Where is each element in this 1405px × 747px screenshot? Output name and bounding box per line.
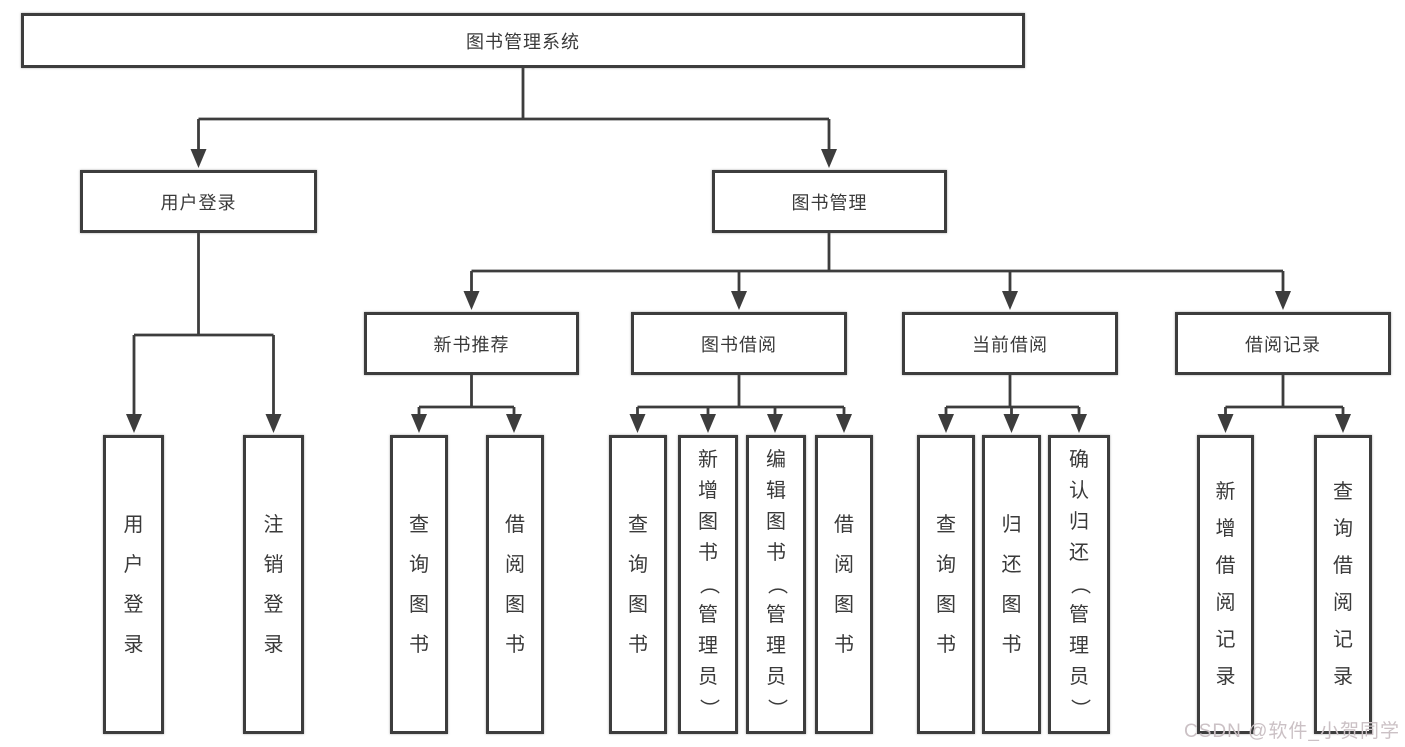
leaf-cb-confirm-return-admin-label: 确认归还（管理员） xyxy=(1068,449,1091,719)
node-current-borrowing-label: 当前借阅 xyxy=(972,334,1048,355)
leaf-rec-query-books-label: 查询图书 xyxy=(409,513,429,656)
leaf-bb-edit-books-admin: 编辑图书（管理员） xyxy=(746,435,806,734)
node-borrowing-records: 借阅记录 xyxy=(1175,312,1391,375)
node-book-borrowing: 图书借阅 xyxy=(631,312,847,375)
node-new-book-recommend-label: 新书推荐 xyxy=(433,334,510,355)
node-book-management-label: 图书管理 xyxy=(791,192,868,213)
leaf-cb-confirm-return-admin: 确认归还（管理员） xyxy=(1048,435,1110,734)
leaf-cb-query-books: 查询图书 xyxy=(917,435,975,734)
leaf-logout-label: 注销登录 xyxy=(263,513,284,656)
node-book-borrowing-label: 图书借阅 xyxy=(701,334,777,355)
leaf-rec-query-books: 查询图书 xyxy=(390,435,448,734)
node-library-system-label: 图书管理系统 xyxy=(466,31,580,52)
leaf-cb-return-books: 归还图书 xyxy=(982,435,1041,734)
node-borrowing-records-label: 借阅记录 xyxy=(1245,334,1321,355)
leaf-cb-query-books-label: 查询图书 xyxy=(936,513,956,656)
leaf-bb-borrow-books-label: 借阅图书 xyxy=(834,513,854,656)
leaf-bb-add-books-admin: 新增图书（管理员） xyxy=(678,435,738,734)
leaf-rec-borrow-books: 借阅图书 xyxy=(486,435,544,734)
leaf-cb-return-books-label: 归还图书 xyxy=(1001,513,1022,656)
leaf-br-add-record-label: 新增借阅记录 xyxy=(1215,480,1236,688)
node-library-system: 图书管理系统 xyxy=(21,13,1025,68)
leaf-rec-borrow-books-label: 借阅图书 xyxy=(505,513,525,656)
leaf-bb-borrow-books: 借阅图书 xyxy=(815,435,873,734)
leaf-br-query-record-label: 查询借阅记录 xyxy=(1333,480,1353,688)
leaf-user-login-label: 用户登录 xyxy=(123,513,144,656)
leaf-bb-query-books-label: 查询图书 xyxy=(628,513,648,656)
node-user-login-label: 用户登录 xyxy=(160,192,237,213)
node-current-borrowing: 当前借阅 xyxy=(902,312,1118,375)
leaf-bb-query-books: 查询图书 xyxy=(609,435,667,734)
node-book-management: 图书管理 xyxy=(712,170,947,233)
leaf-user-login: 用户登录 xyxy=(103,435,164,734)
arrowheads xyxy=(126,149,1351,433)
leaf-bb-add-books-admin-label: 新增图书（管理员） xyxy=(697,449,720,719)
leaf-br-add-record: 新增借阅记录 xyxy=(1197,435,1254,734)
node-new-book-recommend: 新书推荐 xyxy=(364,312,579,375)
csdn-watermark: CSDN @软件_小贺同学 xyxy=(1184,721,1400,742)
leaf-logout: 注销登录 xyxy=(243,435,304,734)
node-user-login: 用户登录 xyxy=(80,170,317,233)
leaf-bb-edit-books-admin-label: 编辑图书（管理员） xyxy=(765,449,788,719)
leaf-br-query-record: 查询借阅记录 xyxy=(1314,435,1372,734)
